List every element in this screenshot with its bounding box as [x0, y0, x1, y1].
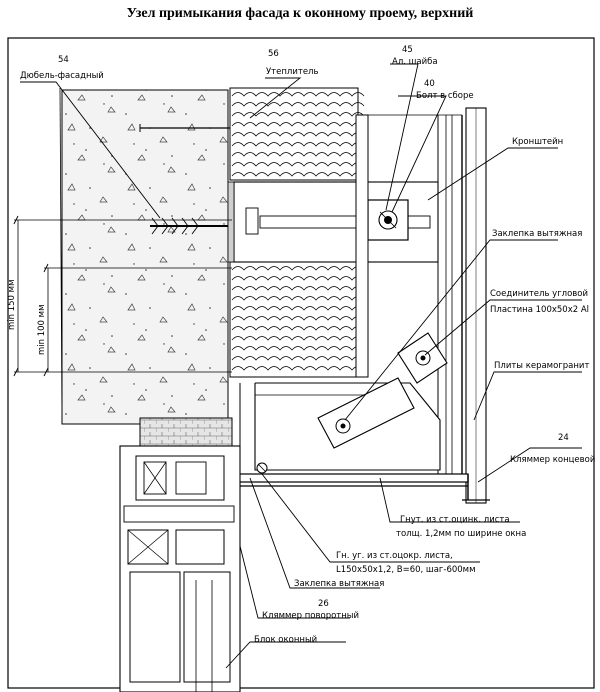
bolt-num: 40	[424, 79, 435, 89]
porcelain-label: Плиты керамогранит	[494, 361, 589, 371]
window-block-label: Блок оконный	[254, 635, 317, 645]
drawing-frame	[7, 37, 595, 689]
rivet-bottom-label: Заклепка вытяжная	[294, 579, 384, 589]
bracket-label: Кронштейн	[512, 137, 563, 147]
plate-label: Пластина 100х50х2 Al	[490, 305, 589, 315]
lintel-strip	[139, 417, 233, 447]
insulation-layer	[229, 87, 365, 378]
dimension-lines	[13, 215, 232, 377]
concrete-wall	[61, 89, 229, 425]
bent-profile-line1: Гнут. из ст.оцинк. листа	[400, 515, 510, 525]
window-block	[119, 445, 241, 692]
end-clip-label: Кляммер концевой	[510, 455, 595, 465]
angle-line1: Гн. уг. из ст.оцокр. листа,	[336, 551, 453, 561]
angle-plates	[317, 332, 448, 449]
washer-label: Ал. шайба	[392, 57, 438, 67]
facade-dowel	[139, 124, 230, 235]
dim-150-label: min 150 мм	[7, 280, 17, 330]
vertical-guide	[355, 114, 463, 475]
bolt-label: Болт в сборе	[416, 91, 474, 101]
dowel-num: 54	[58, 55, 69, 65]
insulation-label: Утеплитель	[266, 67, 319, 77]
end-clip-num: 24	[558, 433, 569, 443]
angle-line2: L150х50х1,2, B=60, шаг-600мм	[336, 565, 476, 575]
bolt-assembly	[367, 199, 409, 241]
dim-100-label: min 100 мм	[37, 305, 47, 355]
corner-connector-label: Соединитель угловой	[490, 289, 588, 299]
insulation-num: 56	[268, 49, 279, 59]
dowel-label: Дюбель-фасадный	[20, 71, 104, 81]
swivel-clip-label: Кляммер поворотный	[262, 611, 359, 621]
rivet-top-label: Заклепка вытяжная	[492, 229, 582, 239]
bent-profile-line2: толщ. 1,2мм по ширине окна	[396, 529, 526, 539]
drawing-title: Узел примыкания фасада к оконному проему…	[126, 6, 474, 21]
washer-num: 45	[402, 45, 413, 55]
leader-lines	[20, 63, 582, 669]
swivel-clip-num: 26	[318, 599, 329, 609]
